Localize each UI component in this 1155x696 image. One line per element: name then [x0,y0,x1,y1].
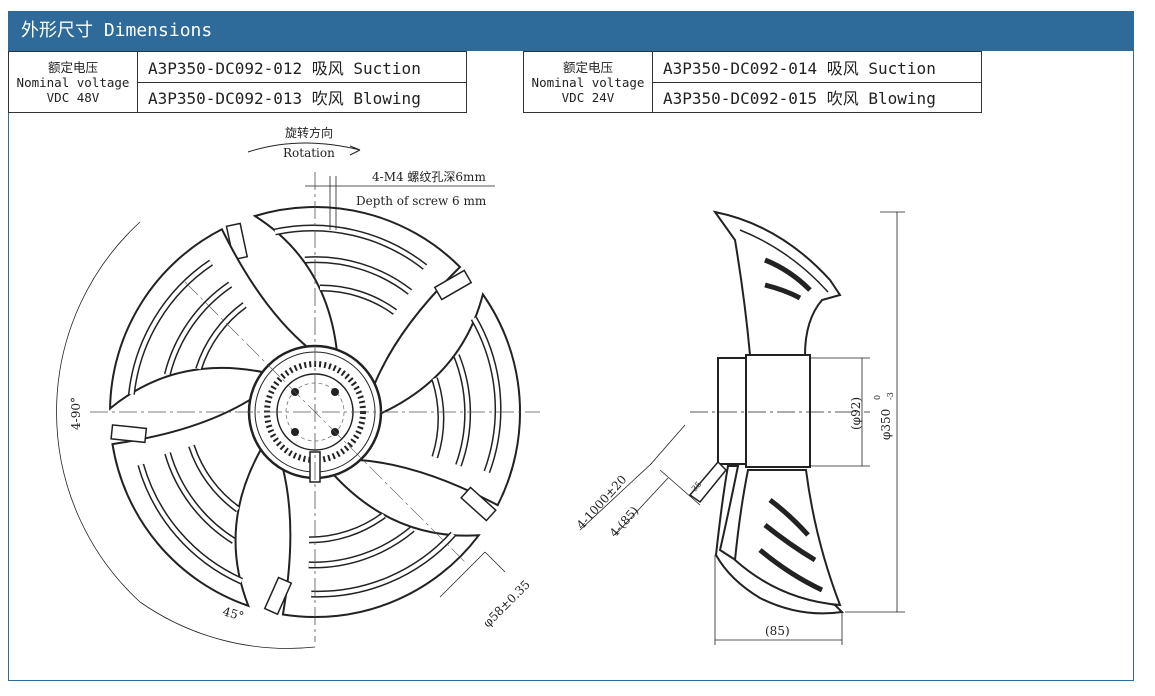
voltage-label-cn: 额定电压 [562,59,613,75]
drawing-frame [8,11,1134,681]
model-blowing: A3P350-DC092-015 吹风 Blowing [652,81,982,113]
voltage-label-en: Nominal voltage [16,74,130,90]
angle-45-label: 45° [221,604,245,623]
voltage-value: VDC 24V [561,89,615,105]
model-suction: A3P350-DC092-014 吸风 Suction [652,51,982,83]
model-suction: A3P350-DC092-012 吸风 Suction [137,51,467,83]
page-title: 外形尺寸 Dimensions [8,11,1134,51]
screw-label-cn: 4-M4 螺纹孔深6mm [372,170,486,184]
outer-diameter-label: φ350 [879,409,893,440]
spec-table-48v: 额定电压 Nominal voltage VDC 48V A3P350-DC09… [8,51,467,113]
voltage-value: VDC 48V [46,89,100,105]
outer-tolerance-lower: -3 [886,392,895,400]
outer-tolerance-upper: 0 [873,395,882,400]
voltage-cell: 额定电压 Nominal voltage VDC 48V [8,51,138,113]
rotation-label-en: Rotation [283,146,335,160]
screw-label-en: Depth of screw 6 mm [356,194,487,208]
model-blowing: A3P350-DC092-013 吹风 Blowing [137,81,467,113]
voltage-cell: 额定电压 Nominal voltage VDC 24V [523,51,653,113]
fan-front-view [56,172,555,663]
depth-label: (85) [765,624,790,638]
hub-diameter-label: (φ92) [849,397,863,430]
cable-strip-label: 4-(85) [607,504,642,540]
fan-side-view [688,210,845,615]
rotation-label-cn: 旋转方向 [285,125,333,140]
rotation-arrow-icon [247,142,361,156]
voltage-label-cn: 额定电压 [47,59,98,75]
angle-90-label: 4-90° [69,397,83,430]
voltage-label-en: Nominal voltage [531,74,645,90]
side-dimension-lines [579,211,905,645]
bolt-circle-label: φ58±0.35 [480,577,533,630]
spec-table-24v: 额定电压 Nominal voltage VDC 24V A3P350-DC09… [523,51,982,113]
